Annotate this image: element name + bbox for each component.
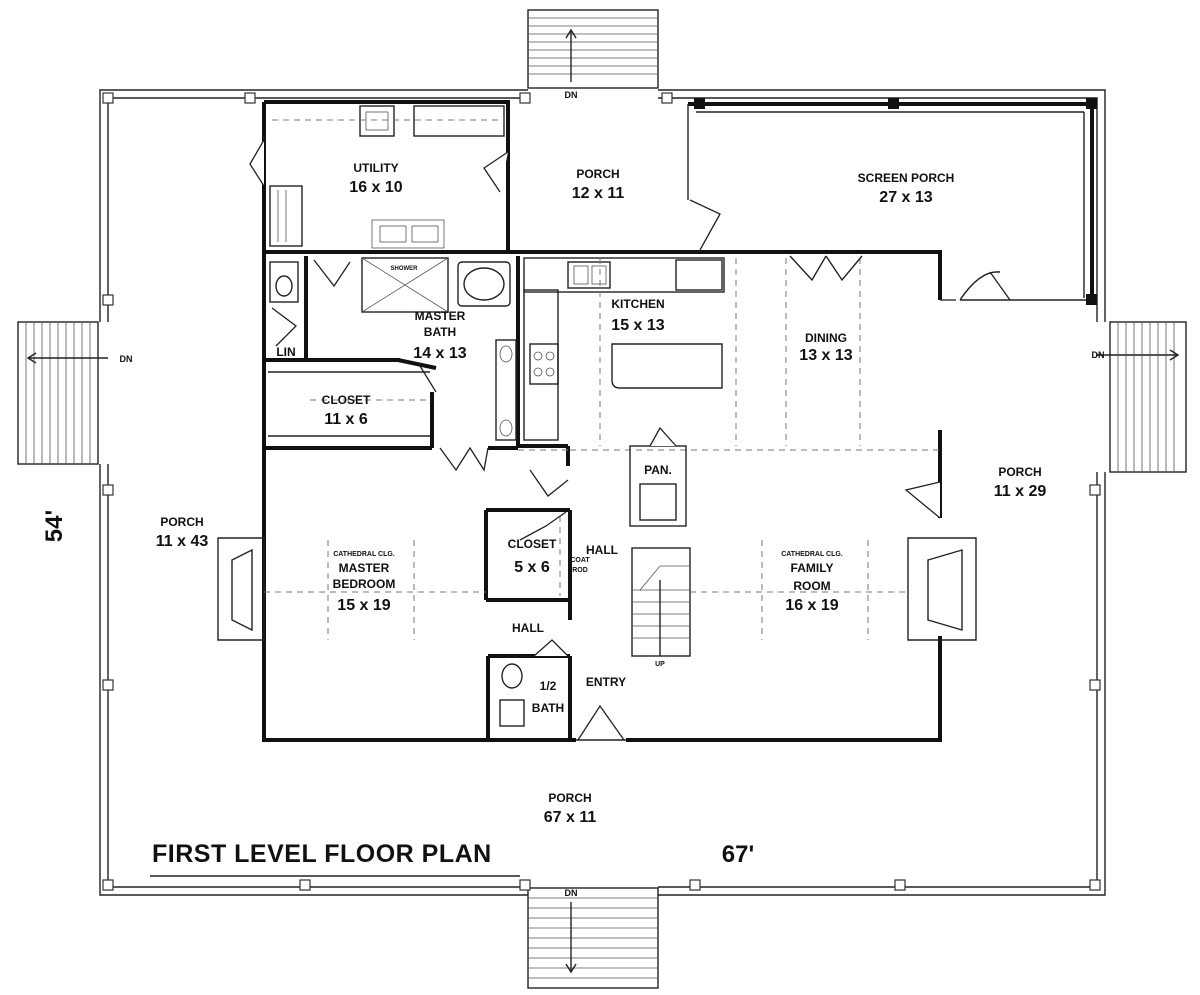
family-room-note: CATHEDRAL CLG. <box>781 551 843 558</box>
dining-size: 13 x 13 <box>799 347 852 364</box>
porch-front-label: PORCH <box>548 791 591 805</box>
closet-hall-size: 5 x 6 <box>514 559 550 576</box>
porch-railing <box>99 89 1106 896</box>
porch-left-size: 11 x 43 <box>156 533 209 550</box>
lin-label: LIN <box>276 345 295 359</box>
pantry-label: PAN. <box>644 463 672 477</box>
master-bedroom-label: MASTER <box>339 561 390 575</box>
porch-back-size: 12 x 11 <box>572 185 625 202</box>
kitchen-size: 15 x 13 <box>611 317 664 334</box>
master-bath-size: 14 x 13 <box>413 345 466 362</box>
half-bath-label-2: BATH <box>532 701 564 715</box>
closet-master-size: 11 x 6 <box>324 411 368 428</box>
shower-label: SHOWER <box>391 266 419 272</box>
hall-2-label: HALL <box>512 621 544 635</box>
stair-up: UP <box>655 661 665 668</box>
porch-back-label: PORCH <box>576 167 619 181</box>
labels: UTILITY 16 x 10 PORCH 12 x 11 SCREEN POR… <box>120 90 1105 898</box>
porch-right-label: PORCH <box>998 465 1041 479</box>
stairs-left <box>17 321 108 465</box>
closet-master-label: CLOSET <box>322 393 371 407</box>
stairs-right <box>1096 321 1187 473</box>
plan-title: FIRST LEVEL FLOOR PLAN <box>152 840 492 868</box>
utility-label: UTILITY <box>353 161 398 175</box>
stair-down-right: DN <box>1092 350 1105 360</box>
stair-down-bottom: DN <box>565 888 578 898</box>
closet-hall-label: CLOSET <box>508 537 557 551</box>
family-room-size: 16 x 19 <box>785 597 838 614</box>
stair-down-top: DN <box>565 90 578 100</box>
stair-down-left: DN <box>120 354 133 364</box>
screen-porch-size: 27 x 13 <box>879 189 932 206</box>
overall-depth: 54' <box>41 510 68 542</box>
porch-front-size: 67 x 11 <box>544 809 597 826</box>
stairs-bottom <box>527 887 659 989</box>
coat-rod-label: COAT <box>570 557 590 564</box>
master-bath-label-2: BATH <box>424 325 456 339</box>
porch-left-label: PORCH <box>160 515 203 529</box>
porch-right-size: 11 x 29 <box>994 483 1047 500</box>
stairs-top <box>527 9 659 89</box>
hall-1-label: HALL <box>586 543 618 557</box>
interior-walls <box>264 250 940 740</box>
coat-rod-label-2: ROD <box>572 567 588 574</box>
master-bedroom-note: CATHEDRAL CLG. <box>333 551 395 558</box>
family-room-label: FAMILY <box>791 561 834 575</box>
master-bedroom-size: 15 x 19 <box>337 597 390 614</box>
fixtures <box>217 105 977 727</box>
half-bath-label: 1/2 <box>540 679 557 693</box>
utility-size: 16 x 10 <box>349 179 402 196</box>
master-bath-label: MASTER <box>415 309 466 323</box>
screen-porch-enclosure <box>687 98 1097 305</box>
entry-label: ENTRY <box>586 675 626 689</box>
family-room-label-2: ROOM <box>793 579 830 593</box>
kitchen-label: KITCHEN <box>611 297 664 311</box>
dining-label: DINING <box>805 331 847 345</box>
master-bedroom-label-2: BEDROOM <box>333 577 396 591</box>
doors <box>249 139 956 741</box>
overall-width: 67' <box>722 841 754 868</box>
screen-porch-label: SCREEN PORCH <box>858 171 955 185</box>
